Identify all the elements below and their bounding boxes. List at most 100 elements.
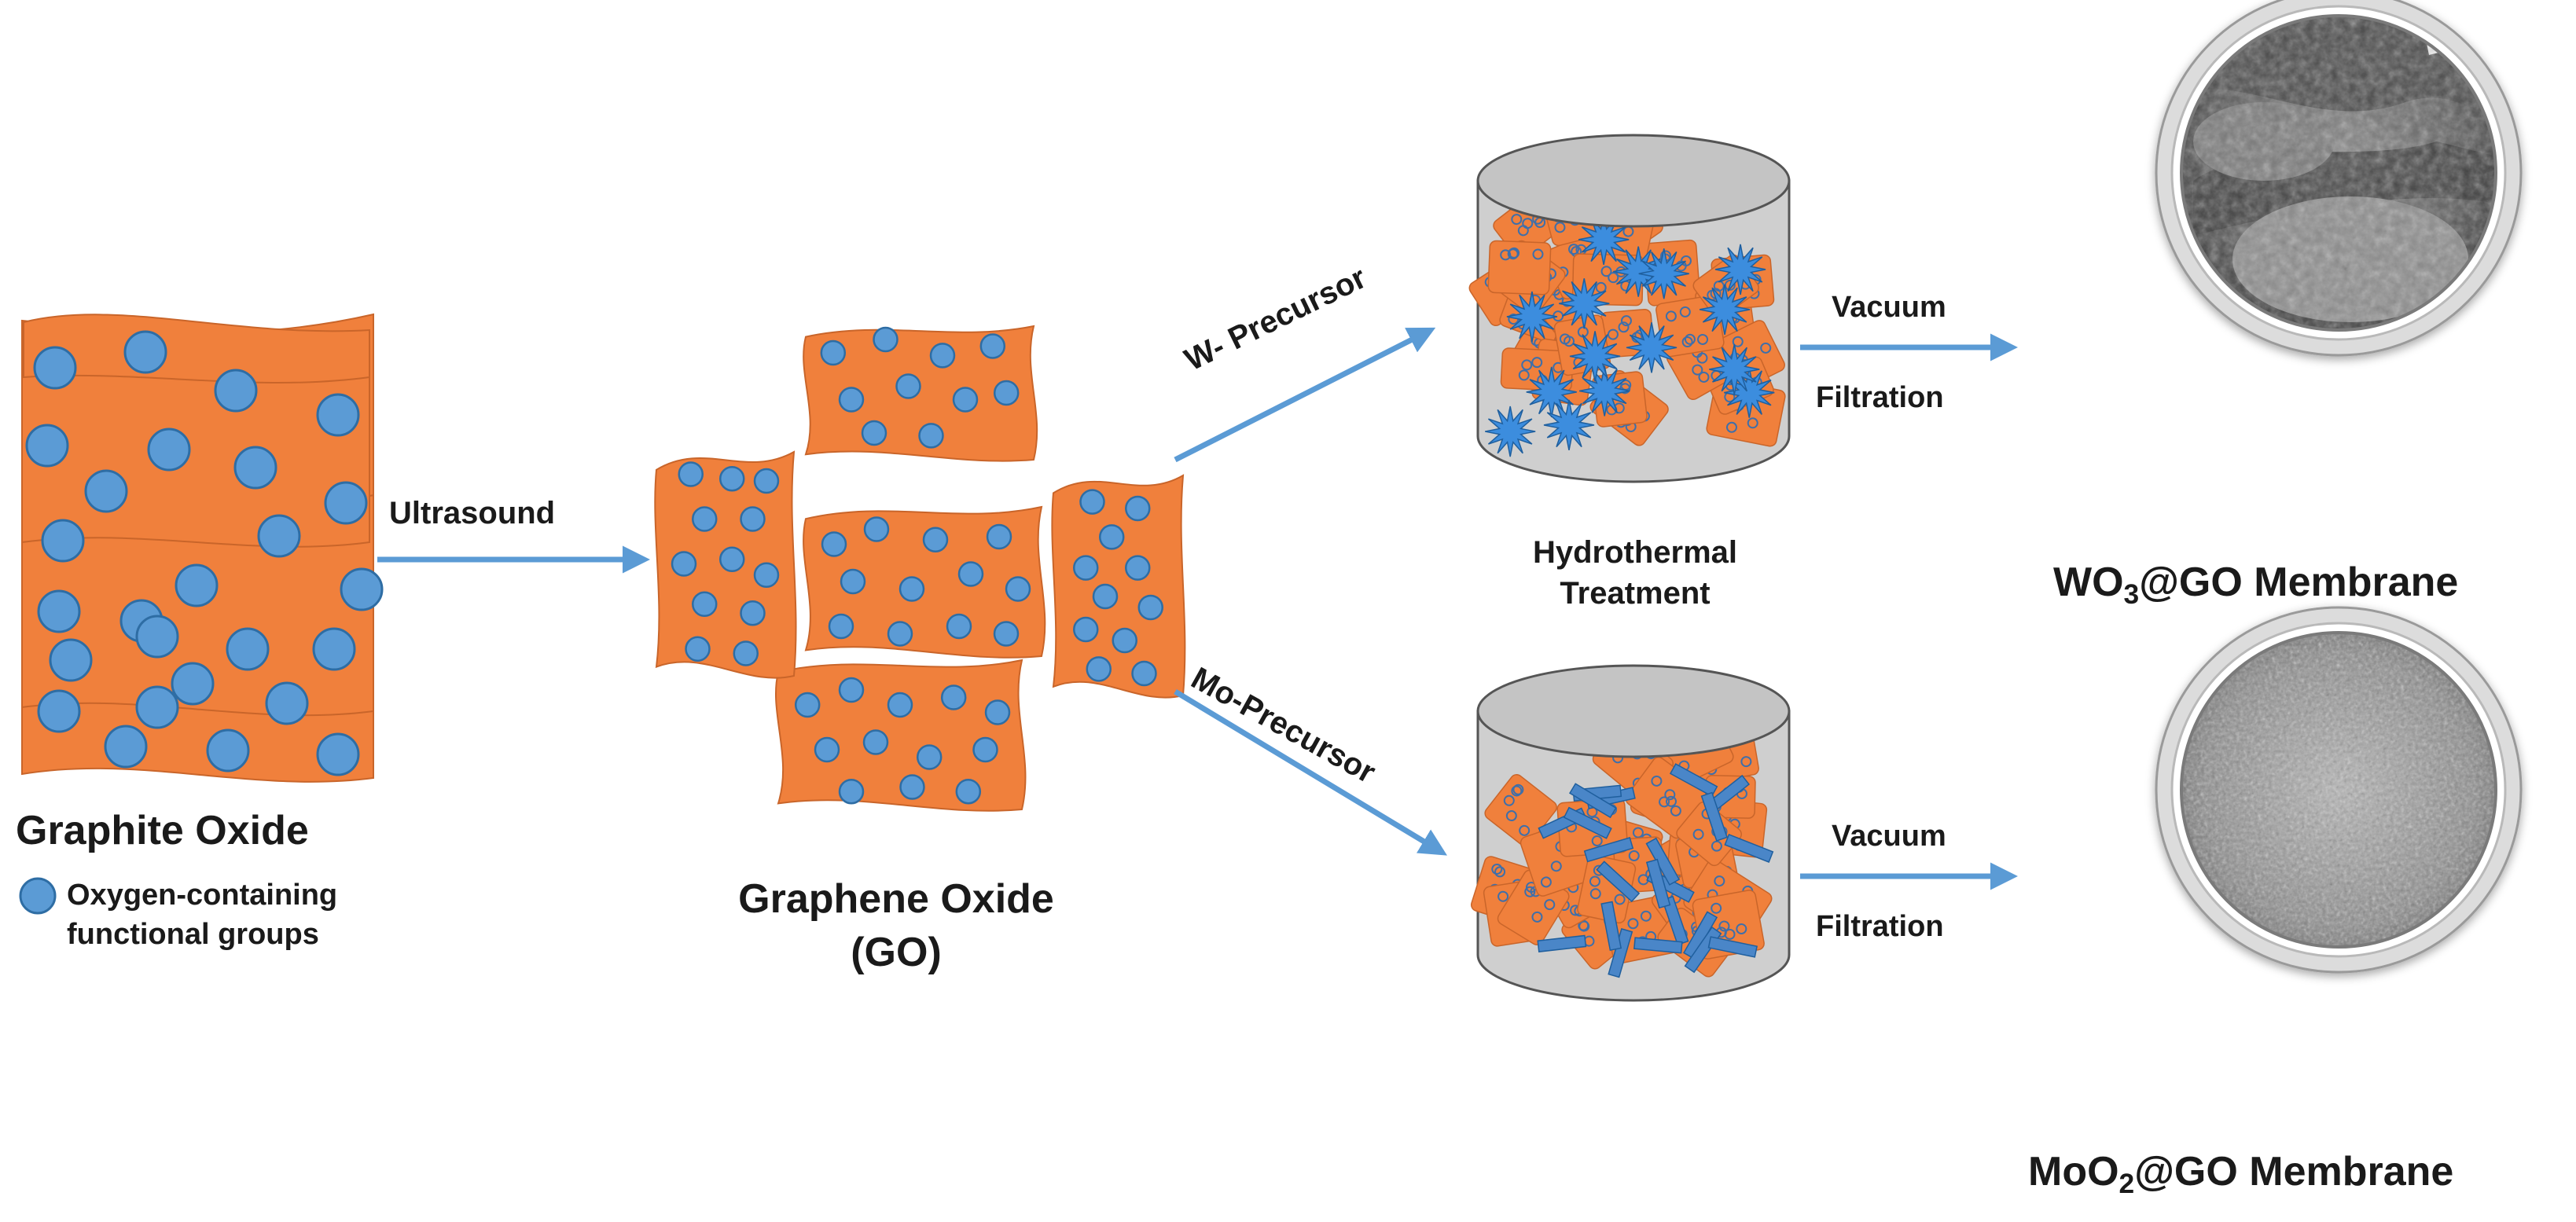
- graphite-sheet: [23, 314, 370, 384]
- graphene-oxide-label-line2: (GO): [851, 929, 942, 975]
- vessel-lid: [1476, 664, 1791, 758]
- blue-dot-icon: [1696, 352, 1708, 364]
- legend-text-line2: functional groups: [67, 918, 319, 951]
- blue-dot-icon: [838, 387, 865, 413]
- blue-dot-icon: [1099, 524, 1125, 550]
- blue-dot-icon: [37, 589, 81, 633]
- blue-dot-icon: [1591, 835, 1603, 847]
- go-flake-middle: [803, 505, 1046, 659]
- blue-dot-icon: [972, 736, 998, 763]
- blue-dot-icon: [1511, 214, 1523, 226]
- blue-dot-icon: [873, 326, 898, 353]
- blue-dot-icon: [316, 732, 360, 776]
- blue-dot-icon: [19, 877, 57, 915]
- blue-dot-icon: [1500, 249, 1512, 261]
- blue-dot-icon: [946, 613, 972, 640]
- blue-dot-icon: [1664, 789, 1676, 801]
- moo2-membrane-label: MoO2@GO Membrane: [2028, 1149, 2453, 1201]
- blue-dot-icon: [1125, 555, 1151, 581]
- blue-rod-icon: [1563, 806, 1612, 839]
- blue-dot-icon: [861, 420, 887, 446]
- graphite-dots: [25, 330, 384, 776]
- blue-dot-icon: [918, 423, 944, 449]
- blue-dot-icon: [993, 380, 1020, 406]
- blue-dot-icon: [1073, 616, 1099, 643]
- blue-dot-icon: [753, 468, 780, 494]
- moo2-label-subscript: 2: [2118, 1168, 2135, 1199]
- filtration-label-top: Filtration: [1816, 381, 1944, 414]
- blue-dot-icon: [1540, 876, 1552, 888]
- wo3-label-suffix: @GO Membrane: [2139, 560, 2459, 605]
- blue-dot-icon: [922, 527, 949, 553]
- blue-dot-icon: [1670, 805, 1681, 817]
- go-flake-left: [654, 450, 797, 679]
- blue-dot-icon: [257, 514, 301, 558]
- blue-dot-icon: [1507, 248, 1519, 259]
- blue-dot-icon: [1627, 918, 1639, 930]
- go-flake-sheet: [1051, 474, 1186, 699]
- graphene-oxide-label-line1: Graphene Oxide: [738, 876, 1054, 922]
- blue-dot-icon: [1553, 310, 1564, 322]
- blue-rod-icon: [1569, 783, 1617, 819]
- blue-dot-icon: [135, 615, 179, 659]
- blue-dot-icon: [1521, 359, 1533, 371]
- go-flake-top: [803, 325, 1038, 462]
- blue-dot-icon: [862, 729, 889, 755]
- blue-dot-icon: [1086, 656, 1112, 682]
- blue-dot-icon: [719, 546, 745, 573]
- blue-dot-icon: [1073, 555, 1099, 581]
- blue-dot-icon: [1607, 328, 1619, 340]
- blue-star-icon: [1699, 284, 1751, 336]
- wo3-membrane-label: WO3@GO Membrane: [2053, 560, 2458, 611]
- blue-dot-icon: [171, 662, 215, 706]
- blue-dot-icon: [1112, 627, 1137, 654]
- blue-dot-icon: [753, 562, 780, 588]
- blue-dot-icon: [838, 677, 865, 703]
- blue-dot-icon: [1600, 266, 1612, 277]
- blue-dot-icon: [733, 640, 759, 666]
- vacuum-label-top: Vacuum: [1832, 291, 1946, 324]
- blue-dot-icon: [1517, 225, 1529, 237]
- moo2-membrane-sem-image: [2155, 606, 2523, 974]
- blue-dot-icon: [1005, 576, 1031, 602]
- blue-dot-icon: [1628, 850, 1640, 861]
- hydrothermal-vessel-mo: [1470, 664, 1791, 1002]
- blue-dot-icon: [957, 561, 984, 587]
- blue-rod-icon: [1608, 928, 1633, 978]
- blue-dot-icon: [993, 621, 1020, 647]
- blue-dot-icon: [740, 506, 766, 532]
- blue-dot-icon: [1608, 272, 1619, 284]
- wo3-label-subscript: 3: [2123, 578, 2140, 610]
- blue-dot-icon: [838, 778, 865, 805]
- go-flake-bottom: [775, 659, 1027, 812]
- vessel-contents: [1468, 178, 1786, 457]
- blue-dot-icon: [828, 613, 854, 640]
- blue-dot-icon: [340, 567, 384, 611]
- blue-dot-icon: [312, 627, 356, 671]
- hydrothermal-label-line1: Hydrothermal: [1532, 535, 1738, 570]
- blue-rod-icon: [1707, 936, 1758, 958]
- moo2-label-prefix: MoO: [2028, 1149, 2119, 1194]
- blue-rod-icon: [1600, 901, 1622, 951]
- blue-star-icon: [1724, 367, 1775, 418]
- blue-dot-icon: [123, 330, 167, 374]
- blue-dot-icon: [1505, 810, 1517, 822]
- go-sheet-piece-shape: [1676, 801, 1742, 867]
- blue-dot-icon: [1665, 310, 1677, 322]
- blue-dot-icon: [1494, 866, 1506, 878]
- blue-dot-icon: [929, 343, 956, 369]
- hydrothermal-label-line2: Treatment: [1560, 576, 1711, 611]
- blue-star-icon: [1714, 244, 1766, 295]
- blue-dot-icon: [1618, 321, 1630, 333]
- filtration-label-bottom: Filtration: [1816, 910, 1944, 943]
- blue-rod-icon: [1700, 791, 1729, 842]
- blue-dot-icon: [1711, 902, 1722, 914]
- blue-dot-icon: [1714, 875, 1725, 887]
- blue-dot-icon: [955, 778, 982, 805]
- blue-dot-icon: [1512, 783, 1524, 795]
- blue-dot-icon: [206, 728, 250, 772]
- blue-dot-icon: [1640, 910, 1652, 922]
- blue-dot-icon: [719, 465, 745, 492]
- blue-dot-icon: [1532, 248, 1544, 260]
